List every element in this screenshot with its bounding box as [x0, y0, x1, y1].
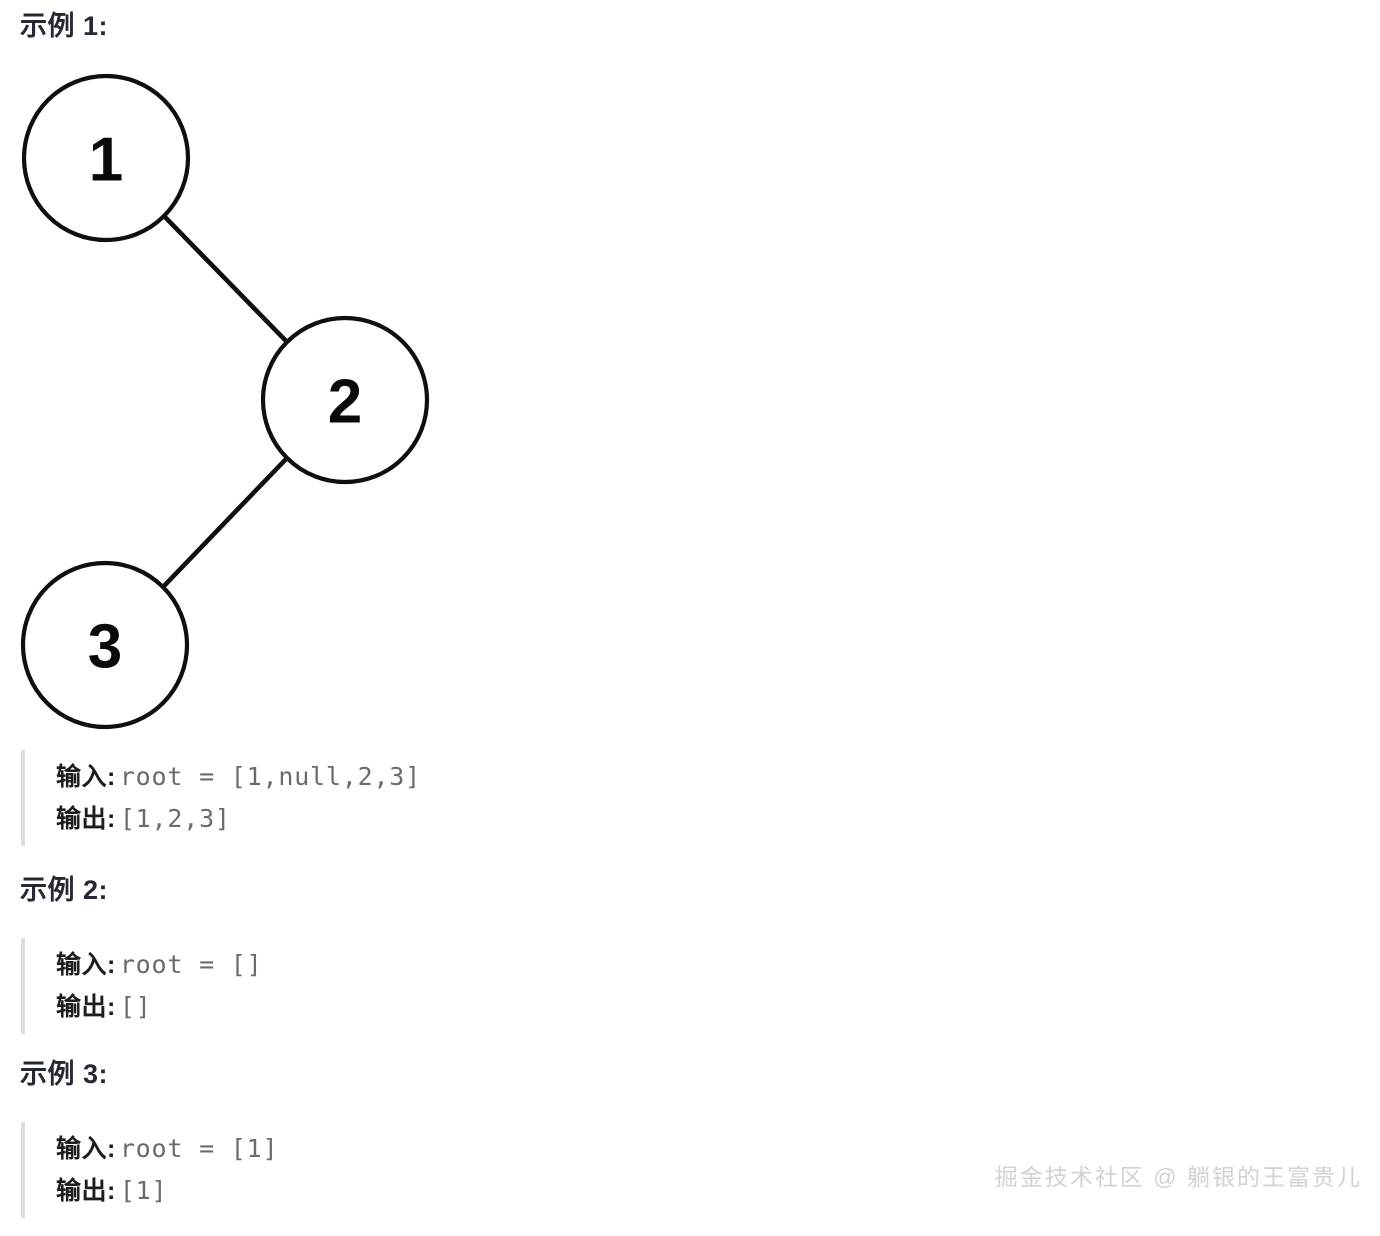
- tree-svg: 1 2 3: [20, 73, 430, 730]
- node-2-label: 2: [328, 368, 362, 437]
- tree-node-2: 2: [260, 315, 430, 485]
- example-3-heading: 示例 3:: [20, 1059, 109, 1089]
- node-3-circle: [20, 560, 190, 730]
- example-3-input-line: 输入:root = [1]: [56, 1128, 278, 1170]
- example-2-input-line: 输入:root = []: [56, 944, 263, 986]
- node-1-circle: [21, 73, 191, 243]
- input-label: 输入:: [56, 1135, 116, 1163]
- node-1-label: 1: [89, 126, 123, 195]
- tree-node-3: 3: [20, 560, 190, 730]
- binary-tree-diagram: 1 2 3: [0, 60, 520, 750]
- watermark: 掘金技术社区 @ 躺银的王富贵儿: [994, 1164, 1362, 1190]
- output-value: []: [119, 992, 152, 1021]
- example-2-io-block: 输入:root = [] 输出:[]: [21, 938, 263, 1034]
- input-label: 输入:: [56, 951, 116, 979]
- tree-edge-1-to-2: [162, 214, 289, 344]
- example-1-heading: 示例 1:: [20, 11, 109, 41]
- example-2-output-line: 输出:[]: [56, 986, 263, 1028]
- output-label: 输出:: [56, 1177, 116, 1205]
- node-3-label: 3: [88, 613, 122, 682]
- example-1-output-line: 输出:[1,2,3]: [56, 798, 421, 840]
- example-3-io-block: 输入:root = [1] 输出:[1]: [21, 1122, 278, 1218]
- output-value: [1,2,3]: [119, 804, 231, 833]
- example-1-io-block: 输入:root = [1,null,2,3] 输出:[1,2,3]: [21, 750, 421, 846]
- example-3-output-line: 输出:[1]: [56, 1170, 278, 1212]
- output-label: 输出:: [56, 993, 116, 1021]
- node-2-circle: [260, 315, 430, 485]
- input-label: 输入:: [56, 763, 116, 791]
- output-label: 输出:: [56, 805, 116, 833]
- example-1-input-line: 输入:root = [1,null,2,3]: [56, 756, 421, 798]
- output-value: [1]: [119, 1176, 168, 1205]
- input-value: root = [1]: [119, 1134, 279, 1163]
- tree-edge-2-to-3: [161, 456, 289, 589]
- tree-node-1: 1: [21, 73, 191, 243]
- input-value: root = [1,null,2,3]: [119, 762, 422, 791]
- input-value: root = []: [119, 950, 263, 979]
- example-2-heading: 示例 2:: [20, 875, 109, 905]
